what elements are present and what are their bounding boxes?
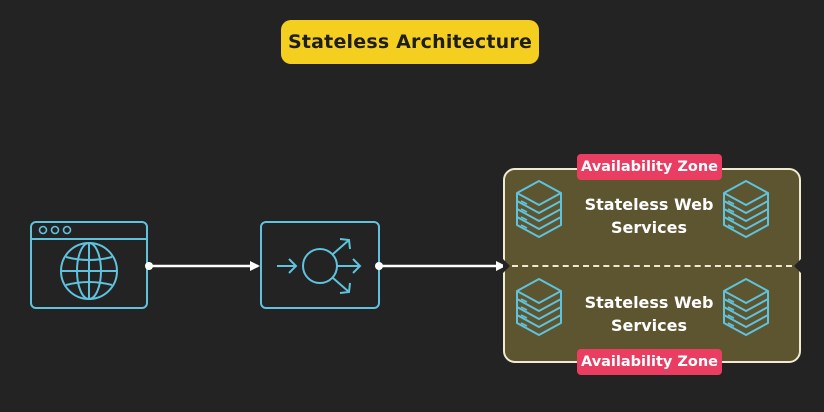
service-title-top: Stateless Web Services xyxy=(574,193,724,239)
availability-zone-label-bottom: Availability Zone xyxy=(577,349,722,375)
server-stack-icon xyxy=(516,180,562,238)
divider-notch-right xyxy=(794,259,801,273)
diagram-title: Stateless Architecture xyxy=(281,20,539,64)
divider-notch-left xyxy=(503,259,510,273)
service-title-bottom-line1: Stateless Web xyxy=(584,293,714,312)
service-title-top-line1: Stateless Web xyxy=(584,195,714,214)
service-title-top-line2: Services xyxy=(610,218,688,237)
arrow-lb-to-services xyxy=(375,261,506,271)
server-stack-icon xyxy=(723,278,769,336)
server-stack-icon xyxy=(516,278,562,336)
arrow-client-to-lb xyxy=(145,261,260,271)
browser-globe-icon xyxy=(31,225,147,300)
server-stack-icon xyxy=(723,180,769,238)
service-title-bottom: Stateless Web Services xyxy=(574,291,724,337)
availability-zone-label-top: Availability Zone xyxy=(577,154,722,180)
load-balancer-icon xyxy=(277,238,362,294)
service-title-bottom-line2: Services xyxy=(610,316,688,335)
zone-divider xyxy=(512,265,792,267)
